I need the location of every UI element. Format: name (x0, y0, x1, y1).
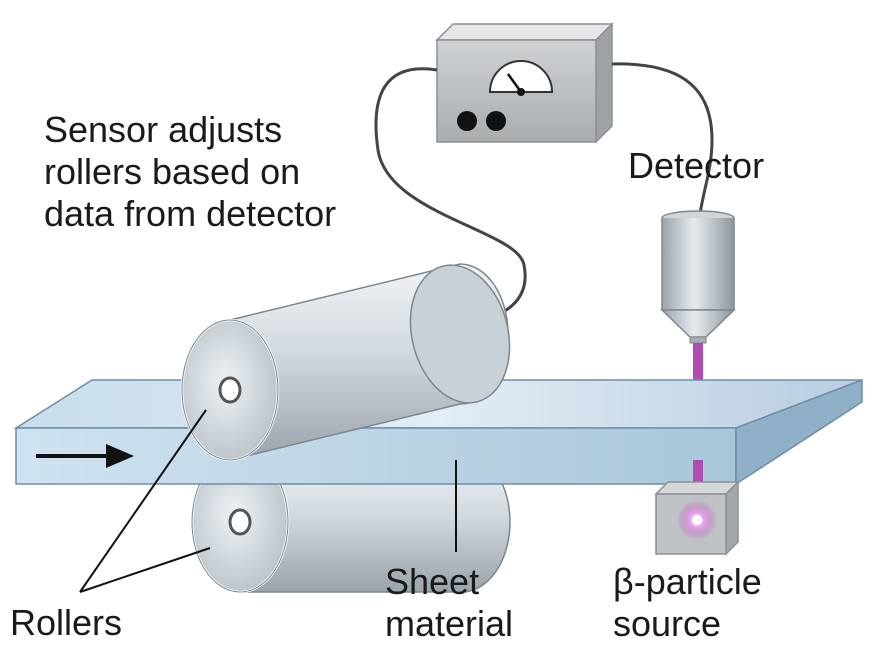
sheet-label-line-1: Sheet (385, 561, 479, 602)
leader-rollers-upper (79, 409, 207, 593)
beta-source-icon (654, 480, 740, 556)
meter-box (435, 22, 614, 144)
direction-arrow-icon (36, 444, 134, 468)
sensor-label-line-1: Sensor adjusts (44, 109, 282, 150)
source-label-line-2: source (613, 603, 721, 644)
cable-meter-to-detector (611, 62, 714, 215)
sensor-label-line-3: data from detector (44, 193, 336, 234)
meter-knob-left (457, 111, 477, 131)
leader-rollers-lower (79, 547, 211, 593)
detector-label: Detector (628, 145, 764, 186)
lower-roller (190, 450, 511, 594)
sensor-label-line-2: rollers based on (44, 151, 300, 192)
cable-meter-to-roller (374, 67, 527, 320)
detector-icon (660, 210, 736, 344)
sheet-label-line-2: material (385, 603, 513, 644)
rollers-label: Rollers (10, 602, 122, 643)
meter-gauge-icon (488, 60, 554, 96)
beta-beam-upper (693, 343, 703, 409)
meter-knob-right (486, 111, 506, 131)
upper-roller (180, 263, 511, 462)
source-label-line-1: β-particle (613, 561, 762, 602)
